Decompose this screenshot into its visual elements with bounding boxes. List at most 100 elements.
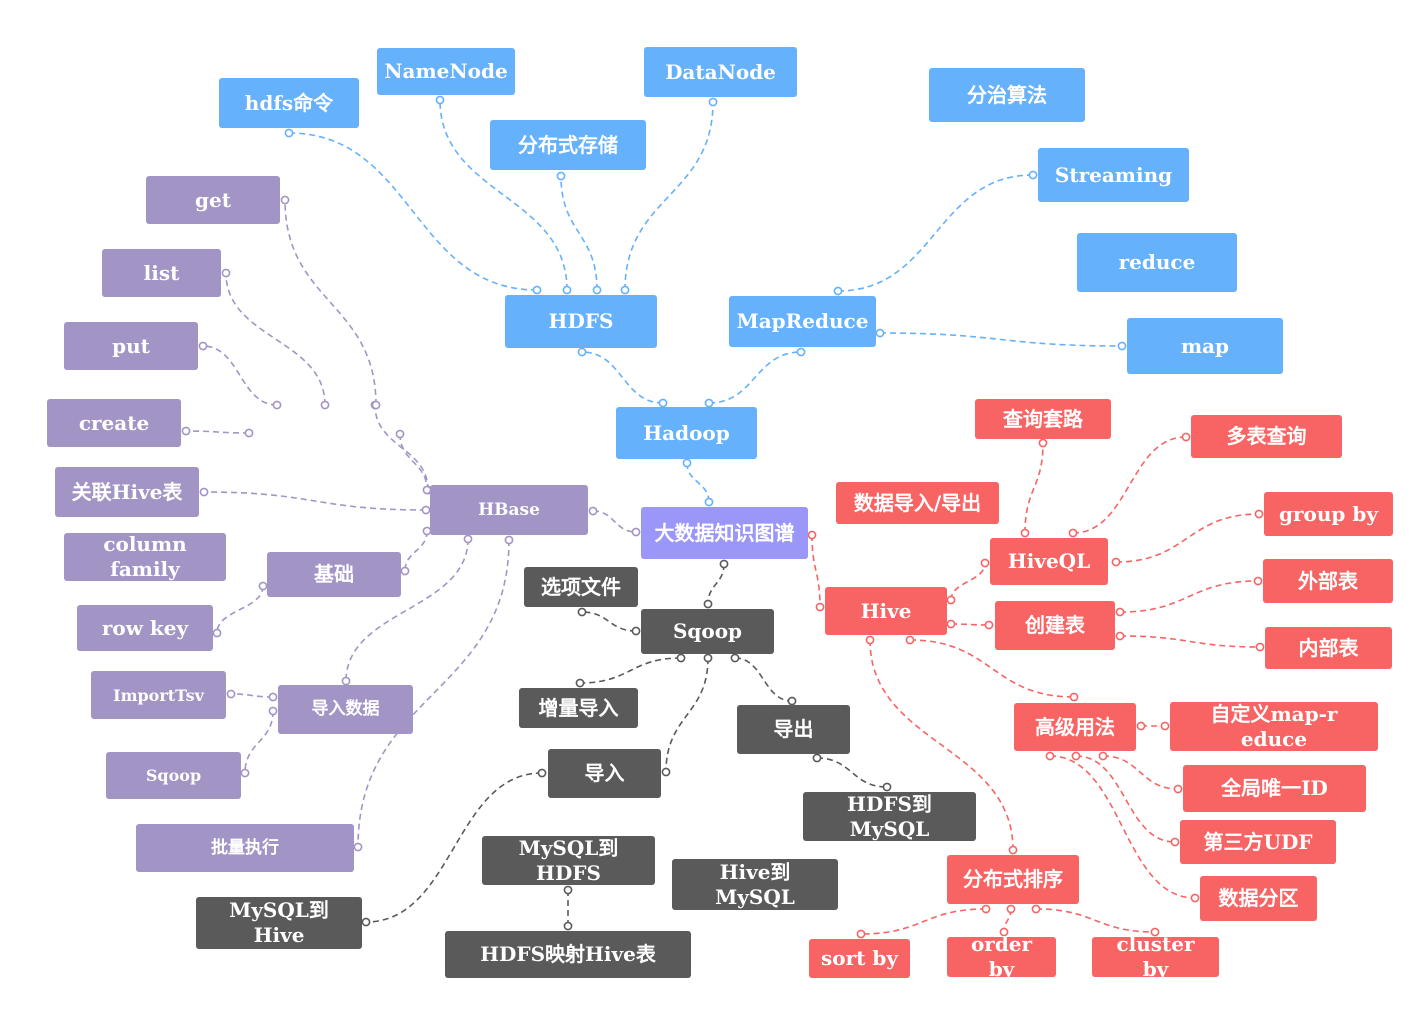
- connector-hive-39: [909, 639, 1075, 698]
- connector-hbase-11: [284, 199, 377, 406]
- connector-endpoint: [421, 505, 431, 515]
- connector-endpoint: [280, 195, 290, 205]
- connector-endpoint: [1020, 528, 1030, 538]
- connector-endpoint: [1071, 751, 1081, 761]
- connector-endpoint: [1111, 557, 1121, 567]
- node-distributed-storage[interactable]: 分布式存储: [490, 120, 646, 170]
- node-hbase[interactable]: HBase: [430, 485, 588, 535]
- connector-endpoint: [1255, 642, 1265, 652]
- node-mysql-to-hdfs[interactable]: MySQL到HDFS: [482, 836, 655, 885]
- node-export[interactable]: 导出: [737, 705, 850, 754]
- node-hdfs[interactable]: HDFS: [505, 295, 657, 348]
- connector-endpoint: [400, 566, 410, 576]
- node-global-unique-id[interactable]: 全局唯一ID: [1183, 765, 1366, 812]
- connector-hbase-14: [185, 430, 250, 434]
- node-hive[interactable]: Hive: [825, 587, 947, 635]
- connector-endpoint: [1115, 631, 1125, 641]
- connector-sqoop-25: [579, 657, 682, 684]
- node-hbase-sqoop[interactable]: Sqoop: [106, 752, 241, 799]
- node-divide-conquer[interactable]: 分治算法: [929, 68, 1085, 122]
- connector-endpoint: [532, 285, 542, 295]
- node-map[interactable]: map: [1127, 318, 1283, 374]
- node-third-party-udf[interactable]: 第三方UDF: [1180, 820, 1336, 864]
- connector-endpoint: [980, 558, 990, 568]
- connector-endpoint: [1160, 721, 1170, 731]
- connector-endpoint: [787, 696, 797, 706]
- connector-hbase-15: [203, 491, 427, 511]
- connector-sqoop-29: [816, 757, 888, 788]
- connector-endpoint: [504, 535, 514, 545]
- node-incremental-import[interactable]: 增量导入: [519, 688, 638, 728]
- node-hiveql[interactable]: HiveQL: [990, 538, 1108, 585]
- connector-endpoint: [320, 400, 330, 410]
- node-mysql-to-hive[interactable]: MySQL到Hive: [196, 897, 362, 949]
- connector-sqoop-27: [734, 657, 793, 702]
- node-hdfs-map-hive[interactable]: HDFS映射Hive表: [445, 931, 691, 978]
- node-advanced-usage[interactable]: 高级用法: [1014, 703, 1136, 751]
- connector-endpoint: [556, 171, 566, 181]
- connector-endpoint: [537, 768, 547, 778]
- connector-hbase-10: [374, 404, 429, 491]
- node-option-file[interactable]: 选项文件: [524, 567, 638, 607]
- node-datanode[interactable]: DataNode: [644, 47, 797, 97]
- node-import-data[interactable]: 导入数据: [278, 685, 413, 734]
- node-external-table[interactable]: 外部表: [1263, 559, 1393, 603]
- node-reduce[interactable]: reduce: [1077, 233, 1237, 292]
- node-query-routine[interactable]: 查询套路: [975, 399, 1111, 439]
- connector-hive-45: [860, 908, 987, 935]
- node-data-import-export[interactable]: 数据导入/导出: [836, 482, 999, 524]
- node-create[interactable]: create: [47, 399, 181, 447]
- node-batch-exec[interactable]: 批量执行: [136, 824, 354, 872]
- node-namenode[interactable]: NameNode: [377, 48, 515, 95]
- node-multi-table-query[interactable]: 多表查询: [1191, 415, 1342, 458]
- connector-endpoint: [631, 626, 641, 636]
- node-cluster-by[interactable]: cluster by: [1092, 932, 1219, 981]
- connector-endpoint: [682, 458, 692, 468]
- connector-endpoint: [181, 426, 191, 436]
- connector-endpoint: [268, 706, 278, 716]
- node-list[interactable]: list: [102, 249, 221, 297]
- node-custom-map-reduce[interactable]: 自定义map-reduce: [1170, 702, 1378, 751]
- connector-endpoint: [865, 635, 875, 645]
- connector-endpoint: [658, 398, 668, 408]
- node-get[interactable]: get: [146, 176, 280, 224]
- node-mapreduce[interactable]: MapReduce: [729, 296, 876, 347]
- connector-endpoint: [562, 285, 572, 295]
- node-data-partition[interactable]: 数据分区: [1200, 876, 1317, 921]
- node-import[interactable]: 导入: [548, 749, 661, 798]
- connector-endpoint: [704, 497, 714, 507]
- connector-hive-38: [1119, 635, 1261, 648]
- node-put[interactable]: put: [64, 322, 198, 370]
- node-group-by[interactable]: group by: [1264, 492, 1393, 536]
- connector-endpoint: [631, 527, 641, 537]
- connector-endpoint: [221, 268, 231, 278]
- node-internal-table[interactable]: 内部表: [1265, 627, 1392, 669]
- node-hdfs-command[interactable]: hdfs命令: [219, 78, 359, 128]
- node-sqoop[interactable]: Sqoop: [641, 609, 774, 654]
- node-create-table[interactable]: 创建表: [995, 601, 1115, 650]
- node-hive-to-mysql[interactable]: Hive到MySQL: [672, 859, 838, 910]
- connector-sqoop-24: [581, 611, 637, 632]
- connector-hive-36: [1115, 513, 1260, 563]
- node-basics[interactable]: 基础: [267, 552, 401, 597]
- connector-endpoint: [676, 653, 686, 663]
- connector-endpoint: [361, 917, 371, 927]
- node-streaming[interactable]: Streaming: [1038, 148, 1189, 202]
- node-root-big-data[interactable]: 大数据知识图谱: [641, 507, 808, 559]
- node-order-by[interactable]: order by: [947, 932, 1056, 981]
- node-link-hive-table[interactable]: 关联Hive表: [55, 467, 199, 517]
- node-row-key[interactable]: row key: [77, 605, 213, 651]
- connector-endpoint: [371, 400, 381, 410]
- connector-endpoint: [435, 95, 445, 105]
- node-sort-by[interactable]: sort by: [809, 939, 910, 978]
- connector-endpoint: [1008, 845, 1018, 855]
- node-hdfs-to-mysql[interactable]: HDFS到MySQL: [803, 792, 976, 841]
- node-distributed-sort[interactable]: 分布式排序: [947, 855, 1079, 904]
- connector-sqoop-26: [665, 657, 709, 773]
- node-importtsv[interactable]: ImportTsv: [91, 671, 226, 719]
- node-column-family[interactable]: column family: [64, 532, 226, 581]
- connector-endpoint: [198, 341, 208, 351]
- node-hadoop[interactable]: Hadoop: [616, 407, 757, 459]
- connector-endpoint: [1028, 170, 1038, 180]
- connector-endpoint: [577, 347, 587, 357]
